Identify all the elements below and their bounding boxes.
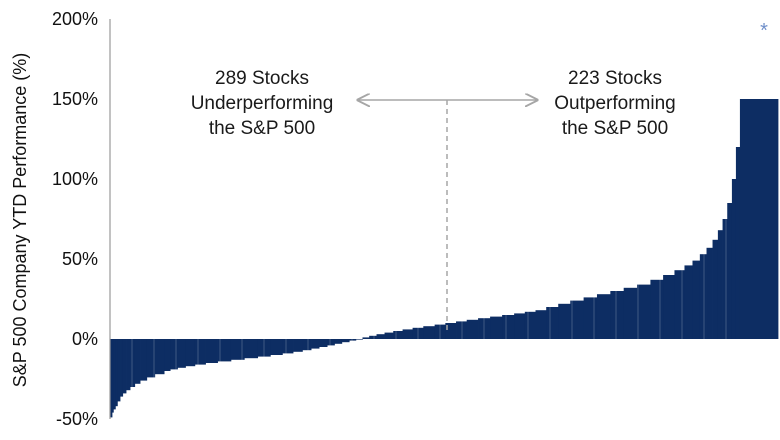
- annotation-under-line: Underperforming: [191, 93, 334, 114]
- bar: [117, 339, 121, 402]
- bar: [583, 297, 598, 339]
- bar: [334, 339, 343, 344]
- bar-series: [110, 19, 779, 419]
- bar: [113, 339, 116, 410]
- bar: [140, 339, 148, 381]
- bar: [524, 311, 536, 339]
- bar: [362, 337, 370, 339]
- bar: [270, 339, 283, 355]
- y-tick-label: 200%: [52, 9, 98, 29]
- bar: [684, 265, 693, 339]
- bar: [311, 339, 320, 349]
- bar: [126, 339, 131, 391]
- bar: [735, 147, 741, 339]
- bar: [302, 339, 312, 351]
- bar: [717, 230, 723, 339]
- bar: [423, 326, 436, 339]
- y-axis-ticks: 200% 150% 100% 50% 0% -50%: [52, 9, 98, 429]
- bar: [456, 321, 468, 339]
- bar: [637, 284, 651, 339]
- bar: [341, 339, 350, 343]
- bar: [205, 339, 218, 363]
- bar: [384, 332, 394, 339]
- bar: [134, 339, 141, 384]
- bar: [514, 313, 526, 339]
- bar: [674, 270, 685, 339]
- y-tick-label: 0%: [72, 329, 98, 349]
- bar: [596, 294, 611, 339]
- annotation-over-line: Outperforming: [554, 93, 675, 114]
- bar: [502, 315, 515, 339]
- bar: [194, 339, 206, 365]
- bar: [546, 307, 559, 339]
- bar: [722, 219, 728, 339]
- bar: [217, 339, 232, 362]
- bar: [663, 275, 675, 339]
- bar: [355, 339, 363, 340]
- y-tick-label: 100%: [52, 169, 98, 189]
- bar: [120, 339, 124, 397]
- bar: [110, 339, 113, 418]
- bar: [712, 239, 719, 339]
- bar: [650, 279, 664, 339]
- bar: [154, 339, 165, 375]
- annotation-under-line: 289 Stocks: [215, 68, 309, 89]
- bar: [692, 260, 701, 339]
- bar: [739, 99, 779, 339]
- bar: [478, 318, 491, 339]
- bar: [122, 339, 127, 394]
- bar: [164, 339, 171, 371]
- bar: [327, 339, 335, 346]
- y-tick-label: -50%: [56, 409, 98, 429]
- bar: [393, 331, 403, 339]
- bar: [319, 339, 328, 347]
- bar: [230, 339, 245, 360]
- bar: [177, 339, 186, 368]
- bar: [727, 203, 733, 339]
- annotation-over-line: the S&P 500: [562, 118, 668, 139]
- bar: [376, 334, 385, 339]
- y-tick-label: 50%: [62, 249, 98, 269]
- bar: [130, 339, 136, 387]
- bar: [369, 335, 377, 339]
- bar: [434, 324, 446, 339]
- bar: [170, 339, 178, 370]
- y-axis-label: S&P 500 Company YTD Performance (%): [10, 53, 30, 387]
- annotation-under-line: the S&P 500: [209, 118, 315, 139]
- bar: [558, 303, 571, 339]
- bar: [706, 247, 713, 339]
- bar: [412, 327, 424, 339]
- bar: [490, 316, 503, 339]
- footnote-asterisk: *: [760, 20, 768, 42]
- bar: [293, 339, 303, 352]
- bar: [731, 179, 737, 339]
- bar: [146, 339, 156, 378]
- bar: [623, 287, 638, 339]
- bar: [112, 339, 114, 413]
- bar: [349, 339, 357, 341]
- bar: [466, 319, 479, 339]
- bar: [115, 339, 118, 407]
- bar: [570, 300, 585, 339]
- bar: [244, 339, 259, 359]
- bar: [402, 329, 414, 339]
- bar: [535, 310, 547, 339]
- bar: [699, 254, 707, 339]
- bar: [257, 339, 271, 357]
- bar: [445, 323, 457, 339]
- bar: [185, 339, 196, 367]
- annotation-over-line: 223 Stocks: [568, 68, 662, 89]
- bar: [282, 339, 294, 354]
- bar: [610, 291, 625, 339]
- y-tick-label: 150%: [52, 89, 98, 109]
